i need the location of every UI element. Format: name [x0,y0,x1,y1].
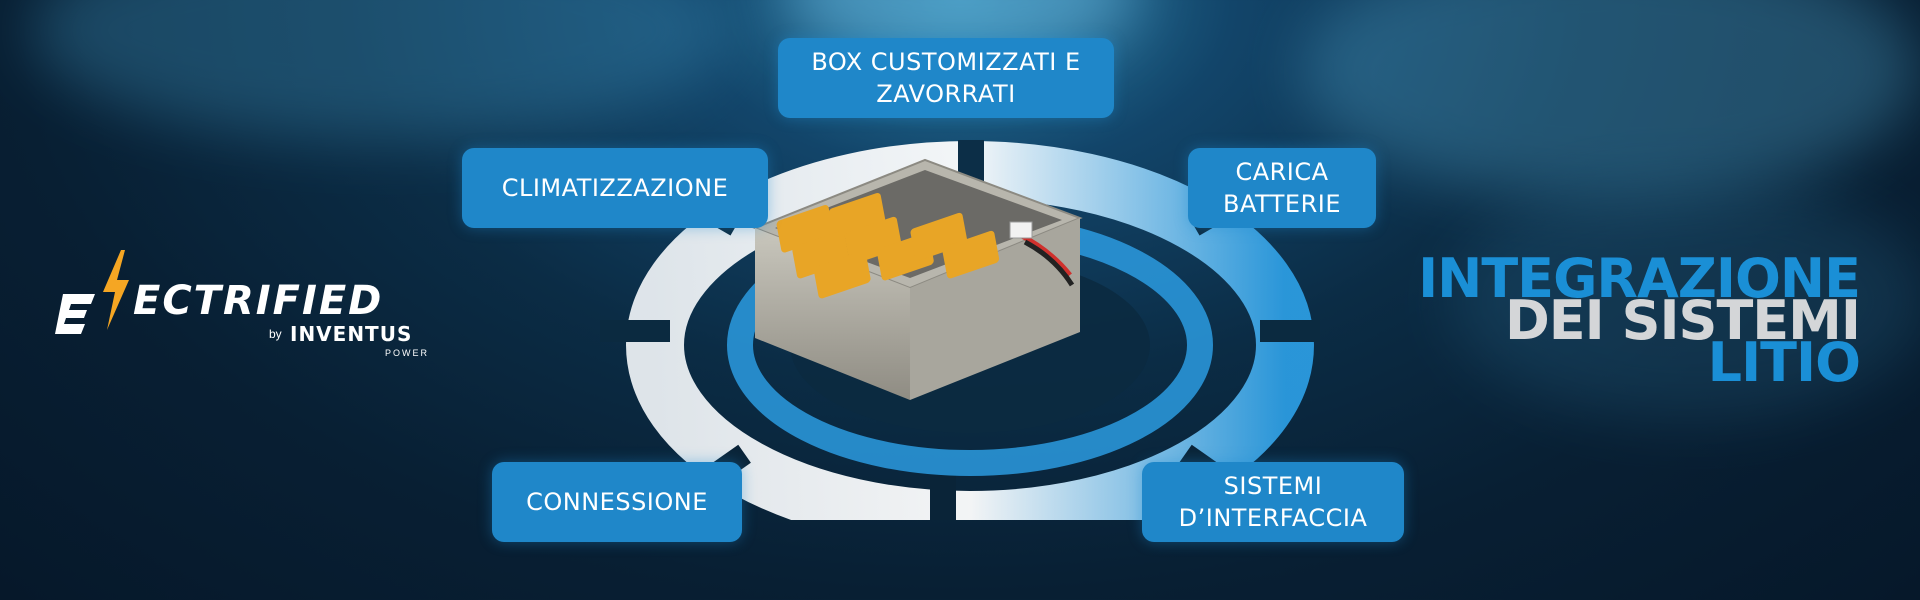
headline-line-1: INTEGRAZIONE [1418,247,1861,310]
logo-company-name: INVENTUS [290,322,413,346]
headline-line-3: LITIO [1707,331,1861,394]
logo-by-text: by [269,327,282,341]
label-carica-batterie: CARICA BATTERIE [1188,148,1376,228]
label-connessione: CONNESSIONE [492,462,742,542]
headline-line-2: DEI SISTEMI [1504,289,1861,352]
headline: INTEGRAZIONE DEI SISTEMI LITIO [1320,247,1861,394]
logo-wordmark: ECTRIFIED [133,278,384,324]
lightning-bolt-icon [103,250,129,330]
logo-e-letter [55,294,95,334]
electrified-logo[interactable]: ECTRIFIED by INVENTUS POWER [55,250,435,370]
background-smoke [30,0,730,140]
label-sistemi-interfaccia: SISTEMI D’INTERFACCIA [1142,462,1404,542]
battery-integration-diagram [600,140,1320,520]
background-smoke [1300,0,1920,200]
label-climatizzazione: CLIMATIZZAZIONE [462,148,768,228]
label-box-customizzati: BOX CUSTOMIZZATI E ZAVORRATI [778,38,1114,118]
logo-division-name: POWER [385,348,430,358]
battery-pack [752,158,1083,400]
